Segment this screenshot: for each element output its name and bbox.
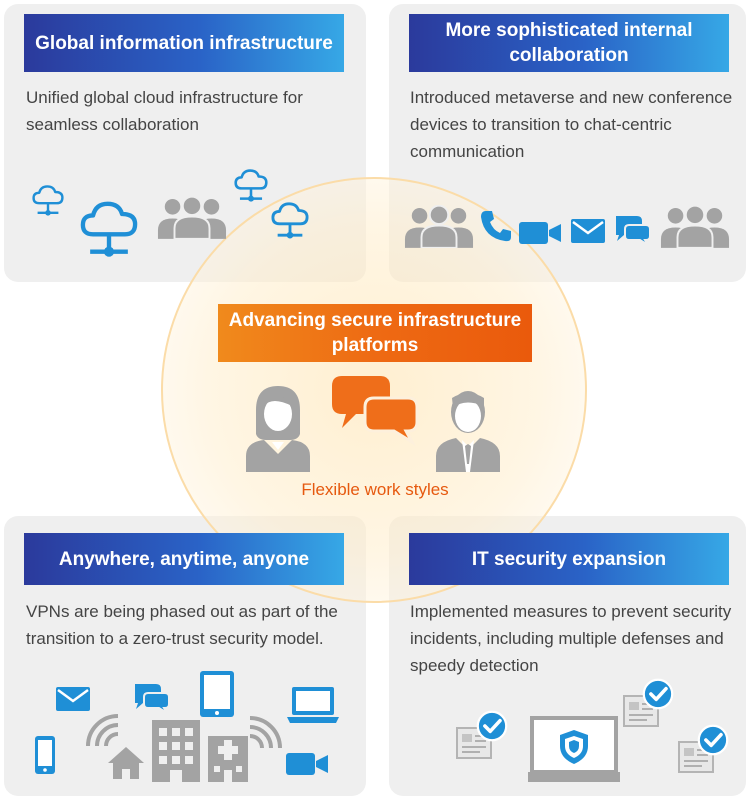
people-group-icon: [660, 205, 730, 248]
panel-title-it-security: IT security expansion: [409, 533, 729, 585]
check-badge-icon: [476, 710, 508, 742]
people-group-icon: [157, 196, 227, 239]
cloud-network-icon: [271, 200, 309, 240]
video-camera-icon: [285, 751, 329, 777]
office-building-icon: [152, 720, 200, 782]
cloud-network-icon: [234, 167, 268, 203]
businessman-icon: [436, 391, 500, 472]
center-title: Advancing secure infrastructure platform…: [218, 304, 532, 362]
panel-desc-global-infrastructure: Unified global cloud infrastructure for …: [26, 88, 303, 134]
flexible-work-styles-label: Flexible work styles: [301, 480, 449, 499]
businesswoman-icon: [246, 386, 310, 472]
cloud-network-icon: [32, 183, 64, 217]
people-group-icon: [404, 205, 474, 248]
chat-icon: [131, 680, 171, 714]
chat-bubbles-icon: [332, 376, 419, 447]
phone-icon: [481, 211, 511, 242]
smartphone-icon: [35, 736, 55, 774]
secure-monitor-icon: [528, 716, 620, 782]
wifi-icon: [82, 708, 122, 748]
panel-title-internal-collaboration: More sophisticated internal collaboratio…: [409, 14, 729, 72]
panel-title-anywhere-anytime: Anywhere, anytime, anyone: [24, 533, 344, 585]
panel-desc-it-security: Implemented measures to prevent security…: [410, 602, 732, 675]
cloud-network-icon: [80, 198, 138, 259]
video-camera-icon: [518, 220, 562, 246]
check-badge-icon: [642, 678, 674, 710]
check-badge-icon: [697, 724, 729, 756]
panel-desc-internal-collaboration: Introduced metaverse and new conference …: [410, 88, 733, 161]
mail-icon: [570, 218, 606, 244]
tablet-icon: [200, 671, 234, 717]
panel-title-global-infrastructure: Global information infrastructure: [24, 14, 344, 72]
house-icon: [108, 747, 144, 779]
panel-desc-anywhere-anytime: VPNs are being phased out as part of the…: [26, 602, 338, 648]
hospital-icon: [208, 736, 248, 782]
laptop-icon: [287, 687, 339, 723]
wifi-icon: [246, 710, 286, 750]
chat-icon: [612, 212, 652, 246]
